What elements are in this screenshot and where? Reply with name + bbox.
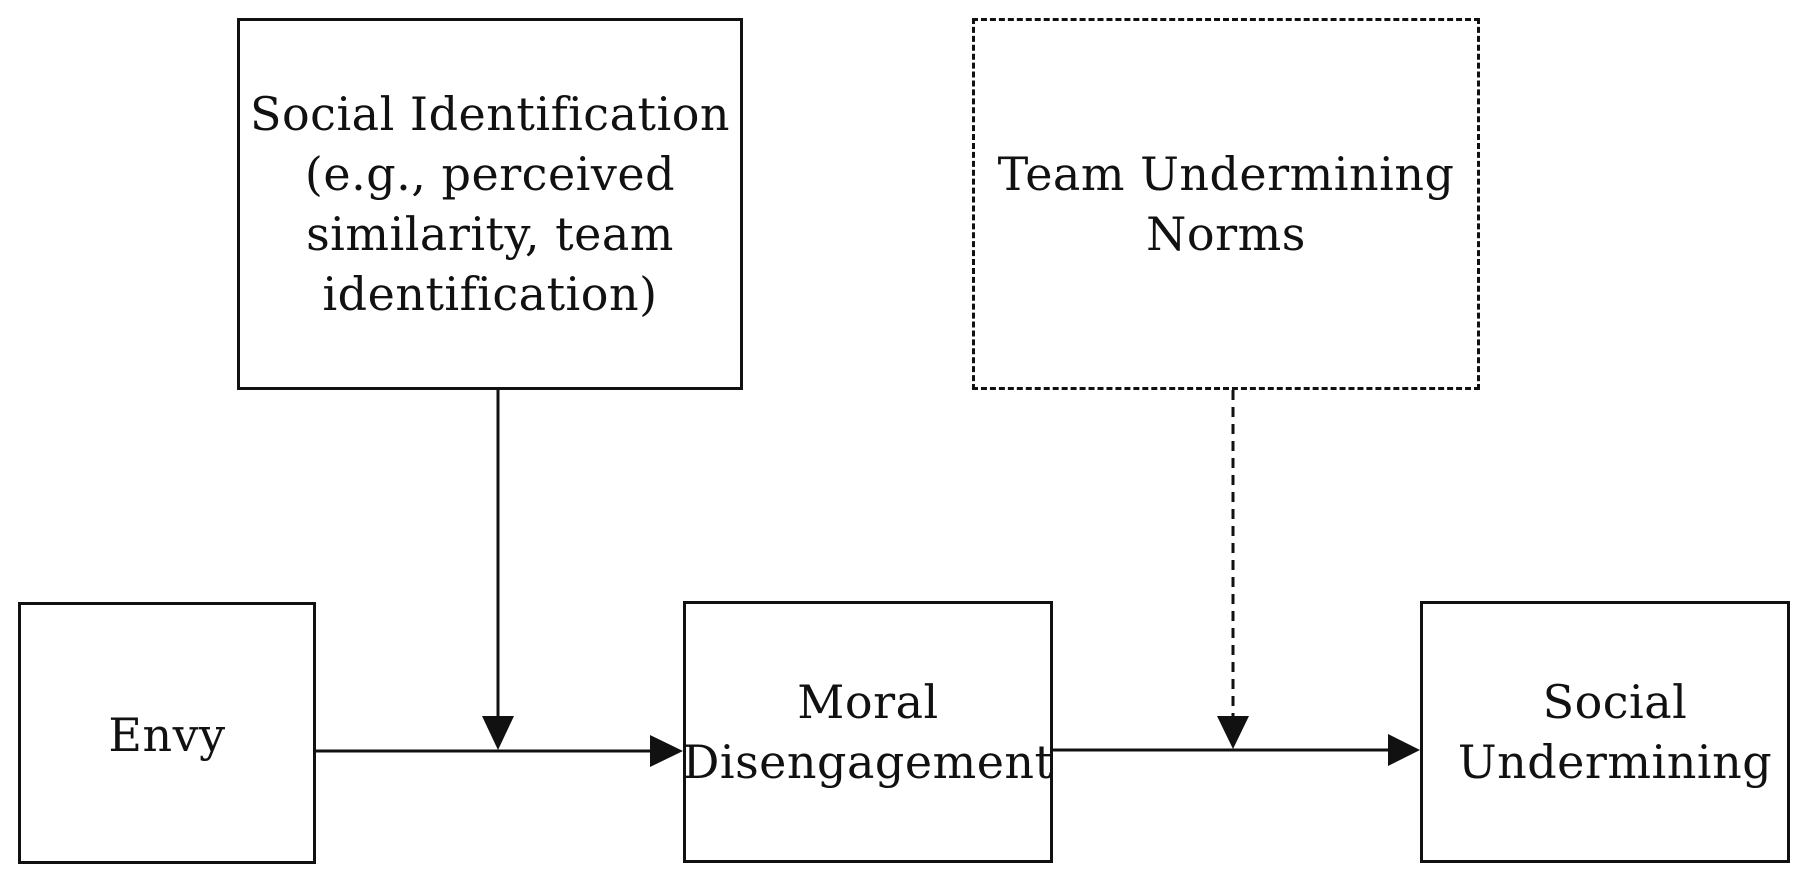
moral-disengagement-box: Moral Disengagement	[682, 601, 1054, 863]
arrowhead-moral-disengagement	[650, 735, 683, 767]
team-undermining-norms-box: Team Undermining Norms	[972, 18, 1480, 390]
arrowhead-social-undermining	[1388, 734, 1420, 766]
envy-label: Envy	[108, 708, 226, 762]
social-undermining-label: Social Undermining	[1457, 675, 1773, 789]
social-identification-box: Social Identification (e.g., perceived s…	[237, 18, 743, 390]
arrowhead-team-norms-moderator	[1217, 716, 1249, 749]
envy-box: Envy	[18, 602, 316, 864]
social-identification-label: Social Identification (e.g., perceived s…	[249, 87, 731, 321]
arrowhead-social-identification-moderator	[482, 716, 514, 750]
moral-disengagement-label: Moral Disengagement	[682, 675, 1054, 789]
team-undermining-norms-label: Team Undermining Norms	[997, 147, 1455, 261]
social-undermining-box: Social Undermining	[1420, 601, 1790, 863]
